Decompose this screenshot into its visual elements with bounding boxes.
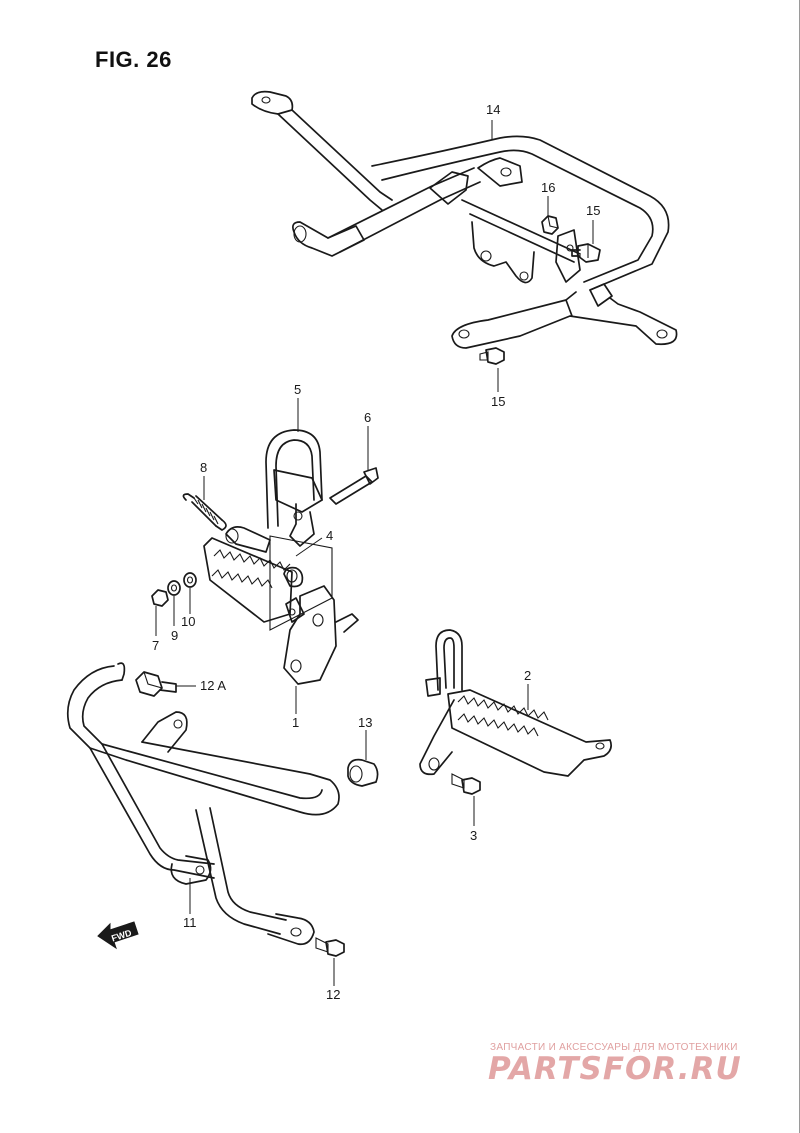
pin-6 bbox=[329, 467, 379, 505]
label-part-10: 10 bbox=[181, 614, 195, 629]
bolt-12 bbox=[315, 937, 345, 957]
rear-carrier-frame bbox=[251, 90, 678, 349]
watermark-tagline: ЗАПЧАСТИ И АКСЕССУАРЫ ДЛЯ МОТОТЕХНИКИ bbox=[490, 1042, 738, 1053]
label-part-2: 2 bbox=[524, 668, 531, 683]
part-labels: 14 16 15 15 5 6 8 4 7 9 10 1 2 3 13 12 A… bbox=[152, 102, 600, 1002]
label-part-15-lower: 15 bbox=[491, 394, 505, 409]
label-part-15-upper: 15 bbox=[586, 203, 600, 218]
label-part-9: 9 bbox=[171, 628, 178, 643]
spring-8 bbox=[182, 493, 227, 531]
watermark-brand: PARTSFOR.RU bbox=[488, 1051, 742, 1087]
label-part-7: 7 bbox=[152, 638, 159, 653]
label-part-16: 16 bbox=[541, 180, 555, 195]
nut-16 bbox=[541, 215, 559, 235]
footpeg-2 bbox=[419, 629, 612, 777]
label-part-13: 13 bbox=[358, 715, 372, 730]
bolt-15-lower bbox=[479, 347, 505, 365]
front-guard-bar-11 bbox=[66, 662, 340, 946]
nut-7 bbox=[151, 589, 169, 607]
label-part-5: 5 bbox=[294, 382, 301, 397]
footpeg-4 bbox=[203, 526, 293, 623]
bolt-15-upper bbox=[571, 243, 601, 263]
label-part-14: 14 bbox=[486, 102, 500, 117]
label-part-11: 11 bbox=[183, 915, 197, 930]
label-part-12a: 12 A bbox=[200, 678, 226, 693]
forward-direction-arrow: FWD bbox=[97, 921, 139, 950]
washer-10 bbox=[183, 572, 197, 588]
label-part-4: 4 bbox=[326, 528, 333, 543]
label-part-12: 12 bbox=[326, 987, 340, 1002]
label-part-8: 8 bbox=[200, 460, 207, 475]
leader-lines bbox=[155, 120, 594, 986]
figure-title: FIG. 26 bbox=[95, 47, 172, 72]
rubber-cap-13 bbox=[347, 758, 379, 787]
footpeg-bracket-1 bbox=[283, 585, 359, 685]
footpeg-guard-bracket bbox=[265, 429, 323, 547]
bolt-3 bbox=[451, 773, 481, 795]
collar-4 bbox=[283, 566, 304, 588]
label-part-6: 6 bbox=[364, 410, 371, 425]
label-part-1: 1 bbox=[292, 715, 299, 730]
bolt-12a bbox=[135, 671, 177, 697]
washer-9 bbox=[167, 580, 181, 596]
label-part-3: 3 bbox=[470, 828, 477, 843]
